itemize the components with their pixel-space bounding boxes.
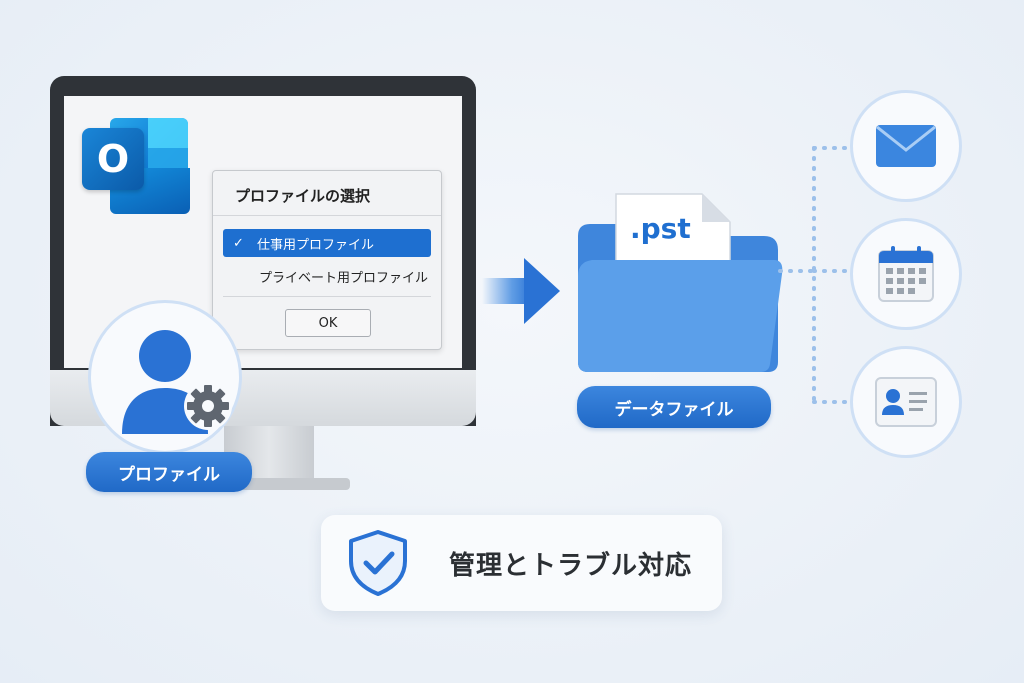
profile-select-dialog: プロファイルの選択 ✓ 仕事用プロファイル プライベート用プロファイル OK bbox=[212, 170, 442, 350]
mail-icon bbox=[876, 125, 936, 167]
calendar-icon bbox=[878, 246, 934, 302]
data-folder-icon bbox=[578, 193, 783, 372]
shield-check-icon bbox=[349, 530, 407, 596]
management-card: 管理とトラブル対応 bbox=[321, 515, 722, 611]
profile-option-private[interactable]: プライベート用プロファイル bbox=[259, 271, 429, 286]
ok-button[interactable]: OK bbox=[285, 309, 371, 337]
divider bbox=[213, 215, 441, 216]
user-settings-icon bbox=[122, 330, 232, 434]
data-file-badge: データファイル bbox=[577, 386, 771, 428]
divider bbox=[223, 296, 431, 297]
mail-circle bbox=[850, 90, 962, 202]
profile-option-label: 仕事用プロファイル bbox=[257, 237, 375, 253]
dialog-title: プロファイルの選択 bbox=[235, 187, 371, 205]
profile-badge: プロファイル bbox=[86, 452, 252, 492]
management-title: 管理とトラブル対応 bbox=[449, 550, 693, 581]
outlook-logo-tile bbox=[148, 118, 188, 148]
outlook-logo-icon: O bbox=[82, 128, 144, 190]
arrow-right-icon bbox=[482, 258, 560, 324]
pst-file-label: .pst bbox=[630, 212, 691, 245]
contact-card-icon bbox=[875, 377, 937, 427]
calendar-circle bbox=[850, 218, 962, 330]
profile-option-work[interactable]: ✓ 仕事用プロファイル bbox=[223, 229, 431, 257]
contact-circle bbox=[850, 346, 962, 458]
check-icon: ✓ bbox=[233, 235, 244, 251]
connector-lines bbox=[778, 146, 852, 404]
